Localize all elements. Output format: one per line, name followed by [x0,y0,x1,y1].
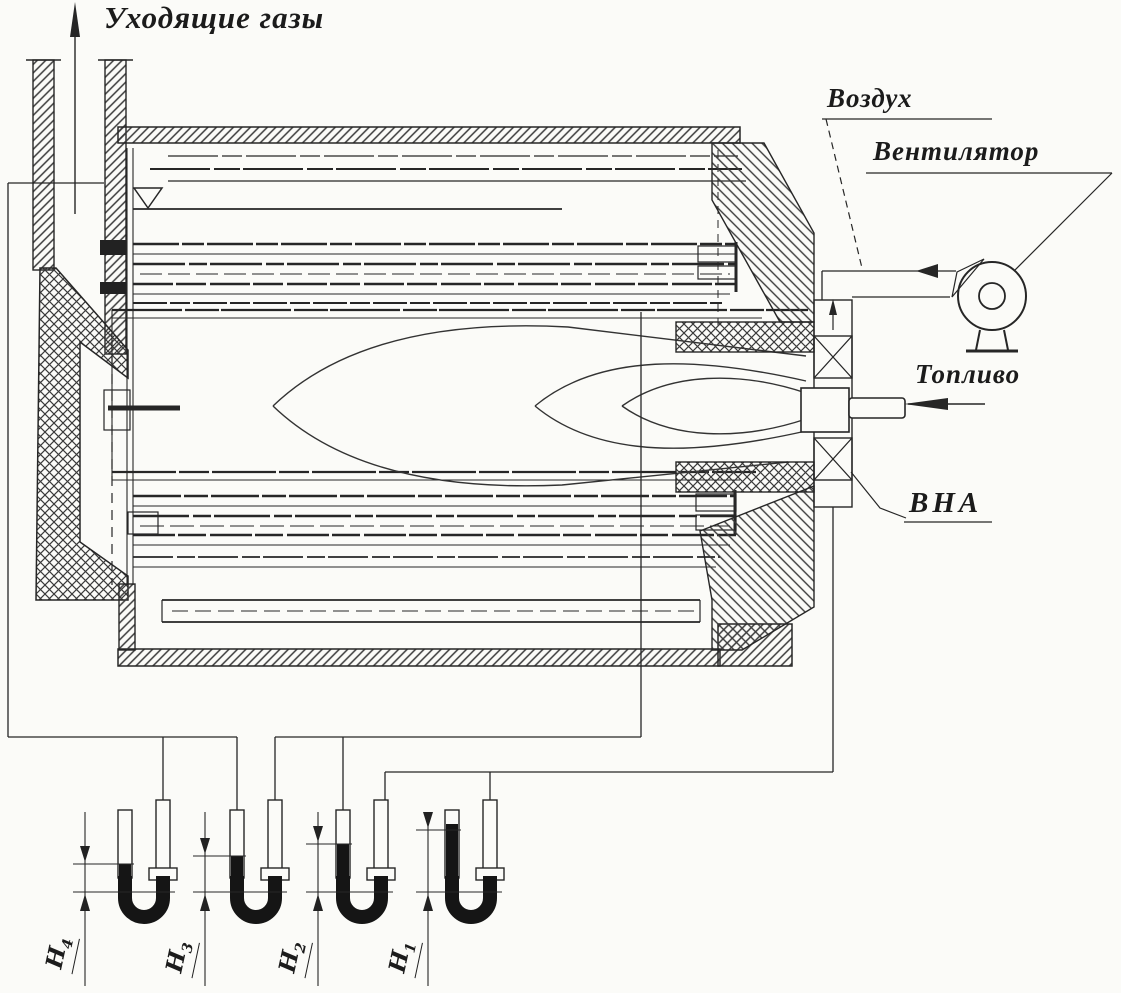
tap-line-flue [7,182,238,810]
water-level-mark [132,187,164,210]
rear-wall [35,267,129,601]
flue-gas-arrow-icon [70,2,80,214]
manometer-h3-label: Н3 [153,928,207,986]
manometer-h1-label: Н1 [376,928,430,986]
tube-bundle-upper [132,150,746,330]
manometer-h4-label: Н4 [33,924,87,982]
burner-cone [675,142,815,651]
tap-line-furnace [274,312,642,810]
guide-vane-lower-icon [813,437,853,481]
air-leader [825,118,863,269]
dimension-h3 [193,812,287,986]
fan-label: Вентилятор [873,136,1040,166]
air-label: Воздух [827,83,913,113]
burner-air-box [800,299,906,508]
air-duct [821,258,985,300]
fan-leader [1013,172,1113,272]
fan-icon [957,261,1027,353]
flue-gas-label: Уходящие газы [104,0,325,35]
guide-vanes-label: ВНА [909,487,983,519]
manometer-h3 [193,799,290,986]
fuel-label: Топливо [915,359,1021,389]
tap-line-airbox [384,507,834,800]
refractory-upper [675,321,815,353]
refractory-lower [675,461,815,493]
fuel-arrow-icon [904,398,985,410]
manometer-h2 [306,799,396,986]
dimension-h1 [416,812,502,986]
leader-lines [822,118,1113,523]
vna-leader [850,471,907,519]
tube-bundle-lower [133,490,737,623]
manometer-h2-label: Н2 [266,928,320,986]
guide-vane-upper-icon [813,335,853,379]
air-direction-arrow-icon [916,264,938,278]
furnace [111,308,808,481]
casing-walls [117,126,793,667]
dimension-h4 [73,812,175,986]
manometer-h4 [73,799,178,986]
air-flow-arrow-icon [829,299,837,330]
dimension-h2 [306,812,393,986]
manometer-h1 [416,799,505,986]
fuel-nozzle [800,387,906,433]
impulse-lines [7,182,834,810]
